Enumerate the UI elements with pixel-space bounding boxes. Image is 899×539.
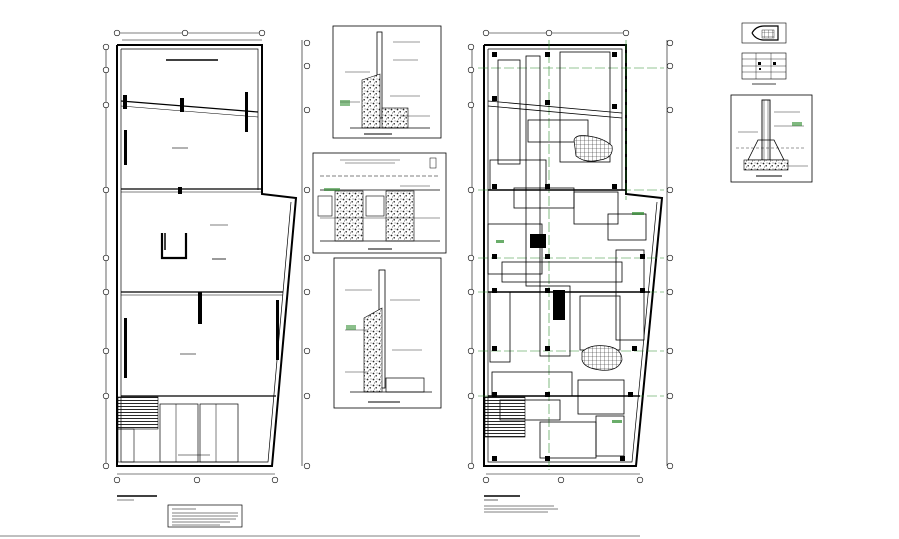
- structural-plan-columns: [492, 52, 645, 461]
- structural-plan-footing-1: [573, 135, 613, 162]
- foundation-plan-core: [160, 233, 188, 260]
- foundation-plan: [102, 29, 311, 528]
- foundation-plan-stairs: [117, 396, 239, 463]
- foundation-plan-columns: [123, 92, 279, 378]
- detail-column-footing: [730, 94, 813, 183]
- structural-plan: [467, 29, 674, 513]
- structural-plan-footing-2: [581, 345, 623, 371]
- structural-plan-grid: [467, 29, 674, 484]
- foundation-plan-marks: [166, 59, 228, 456]
- foundation-plan-grid-bottom: [113, 473, 279, 484]
- detail-column-section: [741, 22, 787, 85]
- foundation-plan-notes-box: [167, 504, 243, 528]
- detail-wall-section-2: [333, 257, 442, 409]
- foundation-plan-grid-left: [102, 43, 110, 470]
- foundation-plan-beams: [120, 100, 283, 397]
- detail-wall-section-1: [332, 25, 442, 139]
- detail-footing-section: [312, 152, 447, 254]
- structural-plan-title-block: [484, 495, 558, 513]
- foundation-plan-grid-right: [301, 39, 311, 470]
- foundation-plan-grid-top: [113, 29, 266, 41]
- foundation-plan-title-block: [117, 495, 157, 501]
- structural-plan-stairs: [484, 396, 526, 438]
- structural-plan-accents: [496, 212, 644, 423]
- structural-plan-beams: [487, 51, 650, 459]
